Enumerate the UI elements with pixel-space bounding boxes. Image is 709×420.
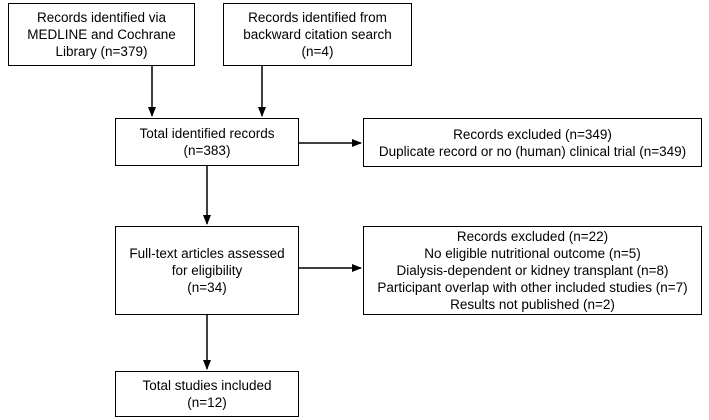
- box-line: Records excluded (n=349): [453, 126, 612, 142]
- box-line: (n=12): [187, 395, 227, 410]
- box-line: Participant overlap with other included …: [377, 280, 688, 295]
- box-line: Full-text articles assessed: [129, 246, 285, 261]
- records-excluded-fulltext-box: Records excluded (n=22) No eligible nutr…: [363, 226, 702, 315]
- box-line: (n=383): [183, 143, 231, 158]
- box-line: Total identified records: [139, 126, 275, 141]
- box-line: (n=4): [301, 44, 334, 59]
- box-line: Library (n=379): [55, 44, 148, 59]
- total-studies-included-box: Total studies included (n=12): [115, 371, 299, 417]
- box-line: No eligible nutritional outcome (n=5): [424, 246, 641, 261]
- box-line: Records identified via: [36, 10, 167, 25]
- box-line: Records identified from: [248, 10, 387, 25]
- box-line: Records excluded (n=22): [456, 229, 609, 244]
- records-excluded-duplicates-box: Records excluded (n=349) Duplicate recor…: [363, 118, 702, 167]
- total-identified-box: Total identified records (n=383): [115, 118, 299, 166]
- records-backward-citation-box: Records identified from backward citatio…: [223, 3, 412, 66]
- box-line: Total studies included: [142, 378, 272, 393]
- box-line: Duplicate record or no (human) clinical …: [378, 143, 687, 159]
- records-medline-box: Records identified via MEDLINE and Cochr…: [8, 3, 195, 66]
- box-line: (n=34): [187, 280, 227, 295]
- box-line: Results not published (n=2): [450, 297, 615, 312]
- box-line: backward citation search: [243, 27, 392, 42]
- fulltext-assessed-box: Full-text articles assessed for eligibil…: [115, 226, 299, 315]
- box-line: for eligibility: [171, 263, 243, 278]
- box-line: MEDLINE and Cochrane: [27, 27, 176, 42]
- box-line: Dialysis-dependent or kidney transplant …: [396, 263, 669, 278]
